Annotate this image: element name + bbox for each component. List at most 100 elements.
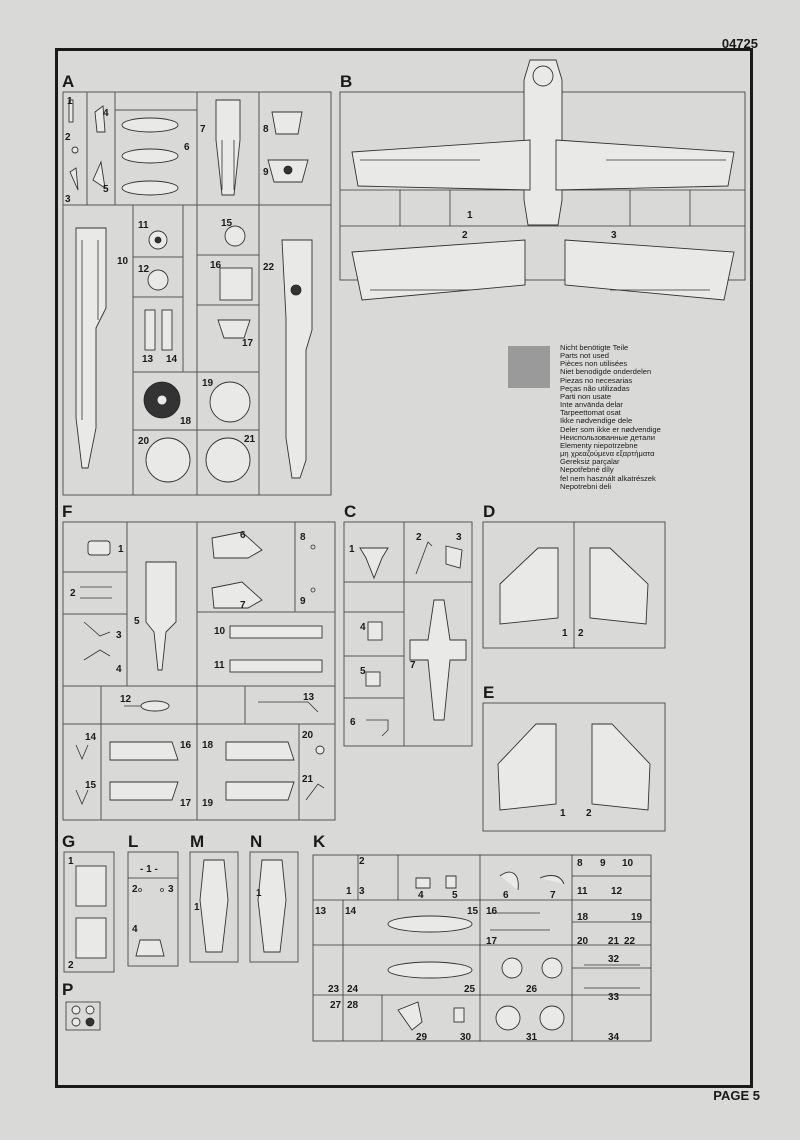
svg-text:3: 3 xyxy=(65,194,71,205)
svg-text:13: 13 xyxy=(315,906,327,917)
svg-text:27: 27 xyxy=(330,1000,342,1011)
svg-text:3: 3 xyxy=(456,532,462,543)
part-k26 xyxy=(541,957,563,979)
svg-text:6: 6 xyxy=(350,717,356,728)
part-a17 xyxy=(217,319,251,339)
svg-text:9: 9 xyxy=(263,167,269,178)
svg-text:8: 8 xyxy=(577,858,583,869)
svg-text:33: 33 xyxy=(608,992,620,1003)
sprue-c: 1 2 3 4 5 6 7 xyxy=(343,521,473,747)
part-a20 xyxy=(145,437,191,483)
svg-text:15: 15 xyxy=(221,218,233,229)
sprue-g-frame xyxy=(63,851,115,973)
svg-text:21: 21 xyxy=(244,434,256,445)
svg-text:14: 14 xyxy=(166,354,178,365)
sprue-l-frame xyxy=(127,851,179,967)
svg-text:28: 28 xyxy=(347,1000,359,1011)
legend-line: Tarpeettomat osat xyxy=(560,408,621,418)
part-e2 xyxy=(591,723,651,811)
part-b2 xyxy=(351,239,526,301)
sprue-a-cell xyxy=(258,91,332,206)
sprue-label-l: L xyxy=(128,832,139,851)
svg-text:20: 20 xyxy=(577,936,589,947)
svg-text:19: 19 xyxy=(631,912,643,923)
sprue-d: 1 2 xyxy=(482,521,666,649)
part-l4 xyxy=(135,939,165,957)
part-f2 xyxy=(80,586,112,599)
svg-text:14: 14 xyxy=(345,906,357,917)
svg-text:12: 12 xyxy=(611,886,623,897)
legend-line: Ikke nødvendige dele xyxy=(560,416,633,426)
sprue-k-frame xyxy=(312,854,652,1042)
part-a15 xyxy=(224,225,246,247)
svg-text:1: 1 xyxy=(256,888,262,899)
sprue-label-e: E xyxy=(483,683,495,702)
svg-text:29: 29 xyxy=(416,1032,428,1043)
part-k16-k17 xyxy=(490,912,550,931)
svg-text:34: 34 xyxy=(608,1032,620,1043)
part-c2 xyxy=(415,541,433,575)
part-c6 xyxy=(366,719,389,737)
svg-text:8: 8 xyxy=(300,532,306,543)
legend-line: Parts not used xyxy=(560,351,609,361)
part-a4 xyxy=(94,105,106,133)
sprue-b: 1 2 3 xyxy=(339,59,746,301)
part-k31 xyxy=(539,1005,565,1031)
part-a7 xyxy=(215,99,241,196)
svg-text:20: 20 xyxy=(138,436,150,447)
svg-text:4: 4 xyxy=(116,664,122,675)
part-b3 xyxy=(564,239,735,301)
svg-text:30: 30 xyxy=(460,1032,472,1043)
part-a21 xyxy=(205,437,251,483)
part-a3 xyxy=(69,167,79,191)
part-f21 xyxy=(305,783,325,801)
svg-text:5: 5 xyxy=(103,184,109,195)
part-f7 xyxy=(211,581,263,609)
part-l1-label: - 1 - xyxy=(140,864,158,875)
svg-text:16: 16 xyxy=(210,260,222,271)
legend-line: Неиспользованные детали xyxy=(560,432,655,442)
part-f9 xyxy=(310,587,316,593)
svg-text:19: 19 xyxy=(202,798,214,809)
svg-text:3: 3 xyxy=(168,884,174,895)
sprue-a-cell xyxy=(114,91,198,111)
svg-text:9: 9 xyxy=(600,858,606,869)
svg-text:10: 10 xyxy=(214,626,226,637)
legend-line: Inte använda delar xyxy=(560,400,623,410)
part-p xyxy=(85,1005,95,1015)
svg-text:11: 11 xyxy=(214,660,225,671)
legend-line: Pièces non utilisées xyxy=(560,359,628,369)
svg-text:9: 9 xyxy=(300,596,306,607)
svg-text:4: 4 xyxy=(418,890,424,901)
svg-text:2: 2 xyxy=(68,960,74,971)
svg-text:6: 6 xyxy=(240,530,246,541)
svg-text:10: 10 xyxy=(117,256,129,267)
part-f17 xyxy=(109,781,179,801)
svg-text:2: 2 xyxy=(359,856,365,867)
svg-text:5: 5 xyxy=(452,890,458,901)
part-a14 xyxy=(161,309,173,351)
sprue-a: 1 4 2 3 5 6 7 8 9 10 11 12 13 14 15 16 1… xyxy=(62,91,332,496)
part-a10 xyxy=(75,227,107,469)
part-f3-f4 xyxy=(83,621,111,661)
part-k4-k5 xyxy=(415,875,457,889)
part-d2 xyxy=(589,547,649,625)
part-f18 xyxy=(225,741,295,761)
sprue-label-g: G xyxy=(62,832,76,851)
sprue-n: 1 xyxy=(249,851,299,963)
svg-text:17: 17 xyxy=(486,936,498,947)
part-a16 xyxy=(219,267,253,301)
svg-text:7: 7 xyxy=(410,660,416,671)
svg-text:15: 15 xyxy=(467,906,479,917)
svg-text:32: 32 xyxy=(608,954,620,965)
svg-text:1: 1 xyxy=(562,628,568,639)
svg-text:10: 10 xyxy=(622,858,634,869)
part-f20 xyxy=(315,745,325,755)
svg-text:2: 2 xyxy=(578,628,584,639)
svg-text:26: 26 xyxy=(526,984,538,995)
part-c3 xyxy=(445,545,463,569)
legend-line: Piezas no necesarias xyxy=(560,375,633,385)
svg-text:22: 22 xyxy=(263,262,275,273)
svg-text:4: 4 xyxy=(103,108,109,119)
svg-text:4: 4 xyxy=(132,924,138,935)
